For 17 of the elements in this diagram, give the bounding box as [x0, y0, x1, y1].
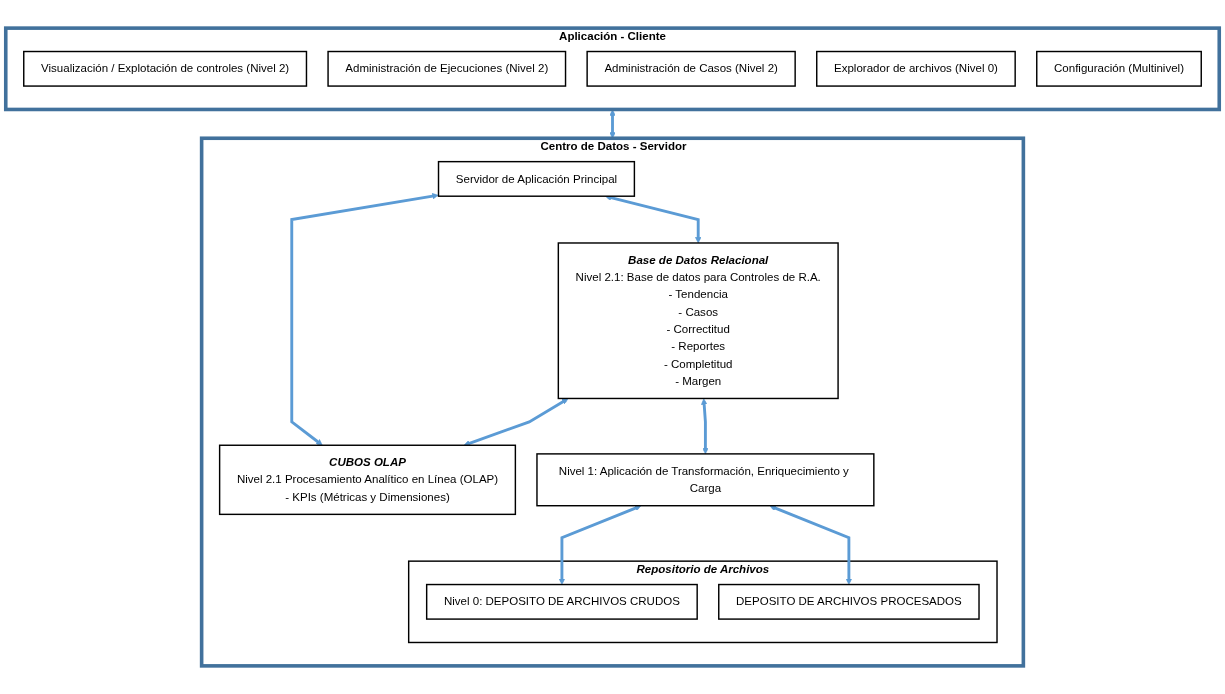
arrow	[609, 109, 616, 139]
node-box: DEPOSITO DE ARCHIVOS PROCESADOS	[718, 583, 980, 620]
node-box: Visualización / Explotación de controles (Nivel 2)	[23, 50, 308, 87]
arrow	[463, 398, 569, 447]
node-box: Servidor de Aplicación Principal	[437, 160, 636, 197]
node-box: Nivel 0: DEPOSITO DE ARCHIVOS CRUDOS	[425, 583, 698, 620]
node-box: Configuración (Multinivel)	[1036, 50, 1202, 87]
arrow	[558, 505, 642, 585]
arrow	[769, 505, 853, 585]
node-box: CUBOS OLAP Nivel 2.1 Procesamiento Analítico en Línea (OLAP) - KPIs (Métricas y Dimensiones)	[218, 444, 517, 516]
node-box: Base de Datos Relacional Nivel 2.1: Base de datos para Controles de R.A. - Tendencia - Casos - Correctitud - Reportes - Completitud - Margen	[557, 242, 839, 400]
arrow	[290, 193, 439, 446]
node-box: Administración de Casos (Nivel 2)	[586, 50, 796, 87]
node-box: Explorador de archivos (Nivel 0)	[816, 50, 1016, 87]
node-box: Administración de Ejecuciones (Nivel 2)	[327, 50, 567, 87]
arrow	[701, 398, 709, 455]
node-box: Nivel 1: Aplicación de Transformación, Enriquecimiento y Carga	[536, 453, 875, 507]
